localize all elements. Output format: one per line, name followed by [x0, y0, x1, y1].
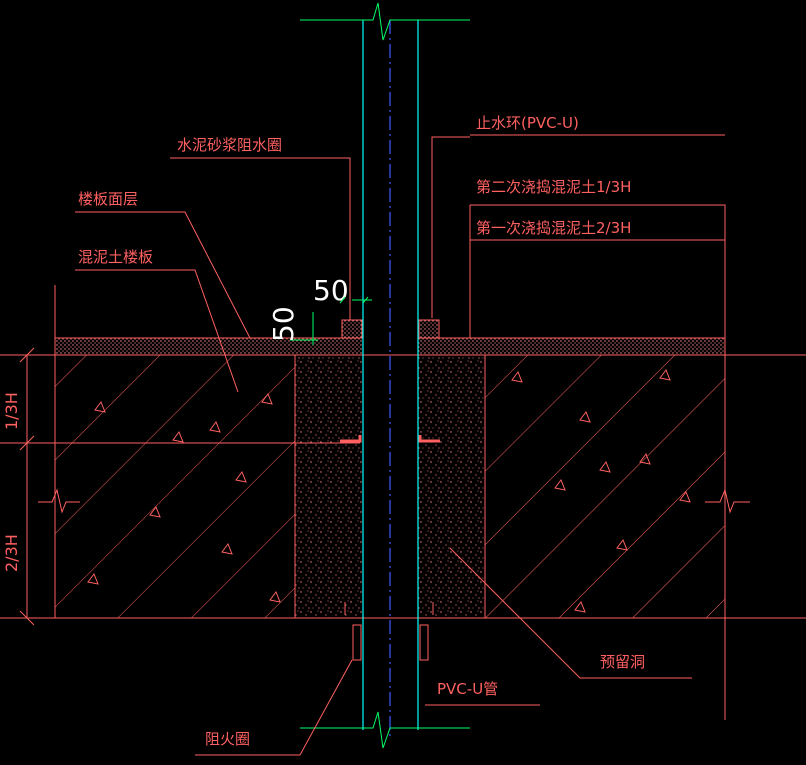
aggregate-marks: [87, 368, 691, 613]
dimension-ring-height: 50: [267, 306, 300, 342]
water-stop-ring: [340, 435, 440, 443]
label-reserved-hole: 预留洞: [600, 653, 645, 671]
pvc-pipe: [362, 20, 419, 740]
mortar-water-ring: [341, 319, 440, 339]
label-floor-finish: 楼板面层: [78, 190, 138, 208]
height-dimension: [0, 347, 360, 626]
reserved-hole-infill: [294, 355, 486, 618]
label-second-pour: 第二次浇捣混泥土1/3H: [476, 178, 631, 196]
label-first-pour: 第一次浇捣混泥土2/3H: [476, 219, 631, 237]
fire-ring: [344, 602, 434, 661]
concrete-slab: [0, 285, 806, 619]
label-fire-ring: 阻火圈: [205, 730, 250, 748]
dimension-lower-two-thirds: 2/3H: [2, 534, 21, 572]
leader-lines: [75, 134, 726, 756]
dimension-ticks: [312, 296, 369, 345]
label-concrete-slab: 混泥土楼板: [78, 248, 153, 266]
label-water-stop-ring: 止水环(PVC-U): [476, 114, 579, 132]
break-lines: [290, 2, 470, 749]
label-mortar-ring: 水泥砂浆阻水圈: [177, 136, 282, 154]
floor-finish-layer: [54, 337, 726, 356]
dimension-ring-width: 50: [313, 274, 349, 307]
dimension-upper-third: 1/3H: [2, 392, 21, 430]
label-pvc-pipe: PVC-U管: [437, 680, 498, 698]
slab-break-symbols: [38, 488, 750, 514]
